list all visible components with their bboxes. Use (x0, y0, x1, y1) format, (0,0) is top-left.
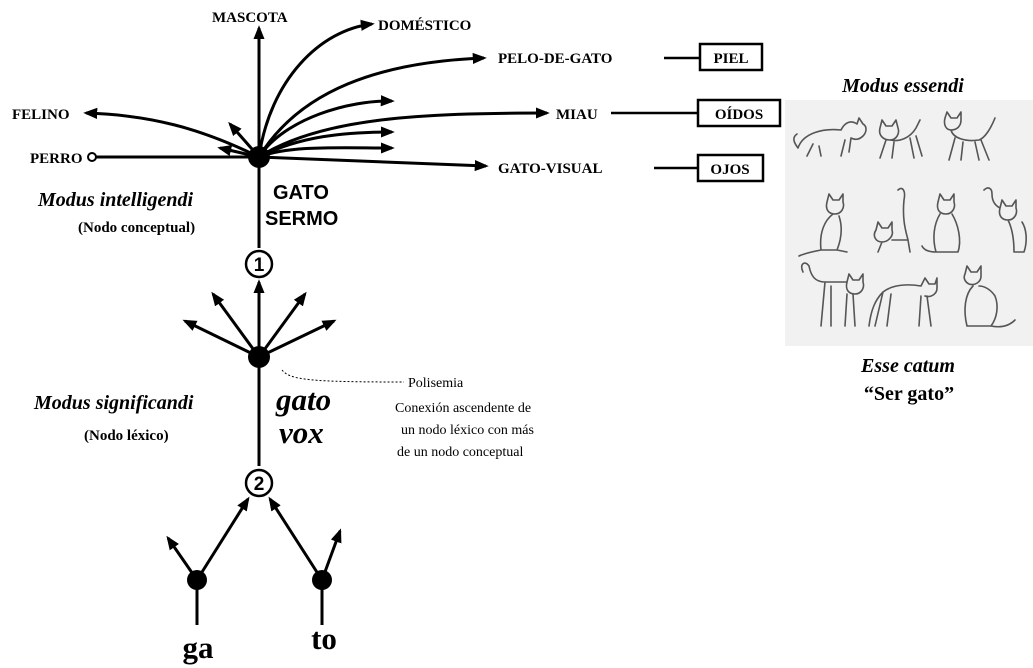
modus-intelligendi-title: Modus intelligendi (37, 189, 193, 211)
connector-2 (244, 468, 274, 498)
polisemia-title: Polisemia (408, 376, 464, 391)
label-miau: MIAU (556, 107, 598, 123)
connector-2-label: 2 (254, 474, 265, 495)
polisemia-line2: un nodo léxico con más (401, 423, 534, 438)
perro-open-node (87, 152, 97, 162)
label-pelo-de-gato: PELO-DE-GATO (498, 51, 612, 67)
syllable-to: to (311, 621, 337, 656)
sermo-label: SERMO (265, 208, 338, 230)
syllable-node-to (312, 570, 332, 590)
label-gato-visual: GATO-VISUAL (498, 161, 602, 177)
esse-catum-caption: Esse catum (860, 355, 955, 377)
polisemia-pointer (281, 369, 405, 383)
syllable-arrows (166, 496, 342, 625)
polisemia-line1: Conexión ascendente de (395, 401, 531, 416)
ojos-box (696, 153, 765, 183)
cat-sketches (793, 111, 1027, 328)
concept-node (248, 146, 270, 168)
label-domestico: DOMÉSTICO (378, 17, 471, 34)
modus-essendi-title: Modus essendi (841, 75, 964, 97)
syllable-ga: ga (183, 630, 215, 665)
vox-word: vox (279, 415, 324, 450)
label-perro: PERRO (30, 151, 83, 167)
modus-significandi-subtitle: (Nodo léxico) (84, 428, 169, 444)
syllable-node-ga (187, 570, 207, 590)
polisemia-line3: de un nodo conceptual (397, 445, 523, 460)
label-mascota: MASCOTA (212, 10, 288, 26)
gato-word: gato (275, 382, 331, 417)
connector-1 (244, 249, 274, 279)
piel-label: PIEL (713, 51, 748, 67)
lexical-arrows (182, 291, 337, 359)
ser-gato-caption: “Ser gato” (864, 383, 954, 405)
lexical-node (248, 346, 270, 368)
piel-box (698, 42, 764, 72)
modus-significandi-title: Modus significandi (33, 392, 194, 414)
ojos-label: OJOS (710, 162, 749, 178)
modus-intelligendi-subtitle: (Nodo conceptual) (78, 220, 195, 236)
oidos-box (696, 98, 782, 128)
label-felino: FELINO (12, 107, 70, 123)
oidos-label: OÍDOS (715, 106, 763, 123)
cat-illustrations-panel (785, 100, 1033, 346)
connector-1-label: 1 (254, 255, 265, 276)
concept-arrows (83, 19, 550, 172)
gato-label: GATO (273, 182, 329, 204)
